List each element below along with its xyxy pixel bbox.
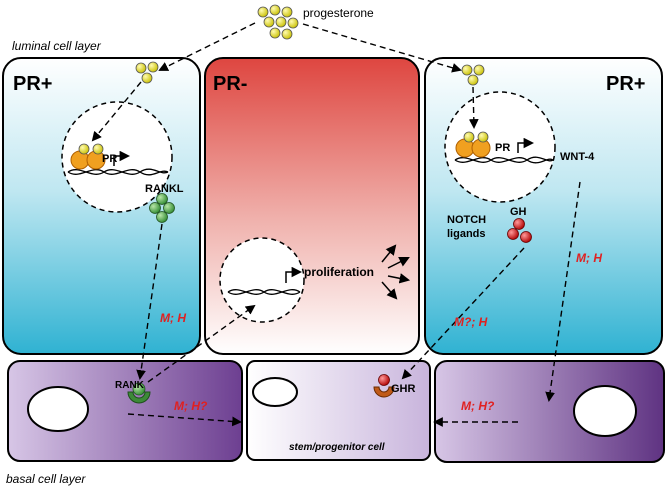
stem-nucleus — [252, 377, 298, 407]
gh-cluster — [507, 218, 532, 243]
pr-receptor-right — [455, 131, 491, 158]
dna-left — [67, 168, 169, 176]
dna-right — [454, 156, 554, 164]
pr-pos-right-label: PR+ — [606, 73, 645, 95]
luminal-cell-right-pr-pos — [424, 57, 663, 355]
notch-label: NOTCH — [447, 214, 486, 226]
ghr-label: GHR — [391, 383, 416, 395]
annotation-mh-right: M; H — [576, 251, 602, 265]
rank-receptor — [127, 382, 151, 404]
dna-center — [227, 289, 301, 295]
pr-receptor-left — [70, 143, 106, 170]
basal-layer-label: basal cell layer — [6, 472, 86, 486]
basal-nucleus-right — [573, 385, 637, 437]
proliferation-label: proliferation — [304, 265, 374, 279]
annotation-mh-q-center: M?; H — [454, 315, 488, 329]
nucleus-left — [61, 101, 173, 213]
wnt4-label: WNT-4 — [560, 151, 595, 163]
progesterone-cluster-top — [257, 4, 299, 40]
luminal-layer-label: luminal cell layer — [12, 39, 102, 53]
nucleus-center — [219, 237, 305, 323]
pr-left-label: PR — [102, 153, 117, 165]
basal-cell-left — [7, 360, 243, 462]
pr-neg-label: PR- — [213, 73, 247, 95]
progesterone-label: progesterone — [303, 6, 374, 20]
rankl-label: RANKL — [145, 183, 184, 195]
annotation-mh-q-basal-right: M; H? — [461, 399, 495, 413]
annotation-mh-left: M; H — [160, 311, 186, 325]
pr-right-label: PR — [495, 142, 510, 154]
rankl-cluster — [149, 193, 175, 223]
transcription-arrow-right — [517, 137, 535, 153]
transcription-arrow-left — [113, 150, 131, 166]
stem-cell-label: stem/progenitor cell — [289, 442, 385, 453]
ghr-receptor — [373, 374, 395, 398]
gh-label: GH — [510, 206, 527, 218]
ligands-label: ligands — [447, 228, 486, 240]
progesterone-cluster-left — [135, 61, 159, 84]
annotation-mh-q-basal-left: M; H? — [174, 399, 208, 413]
progesterone-cluster-right — [461, 64, 485, 86]
basal-nucleus-left — [27, 386, 89, 432]
pr-pos-left-label: PR+ — [13, 73, 52, 95]
proliferation-arrows — [381, 244, 411, 300]
rank-label: RANK — [115, 380, 145, 391]
transcription-arrow-center — [285, 266, 303, 283]
dashed-arrows — [91, 22, 581, 427]
